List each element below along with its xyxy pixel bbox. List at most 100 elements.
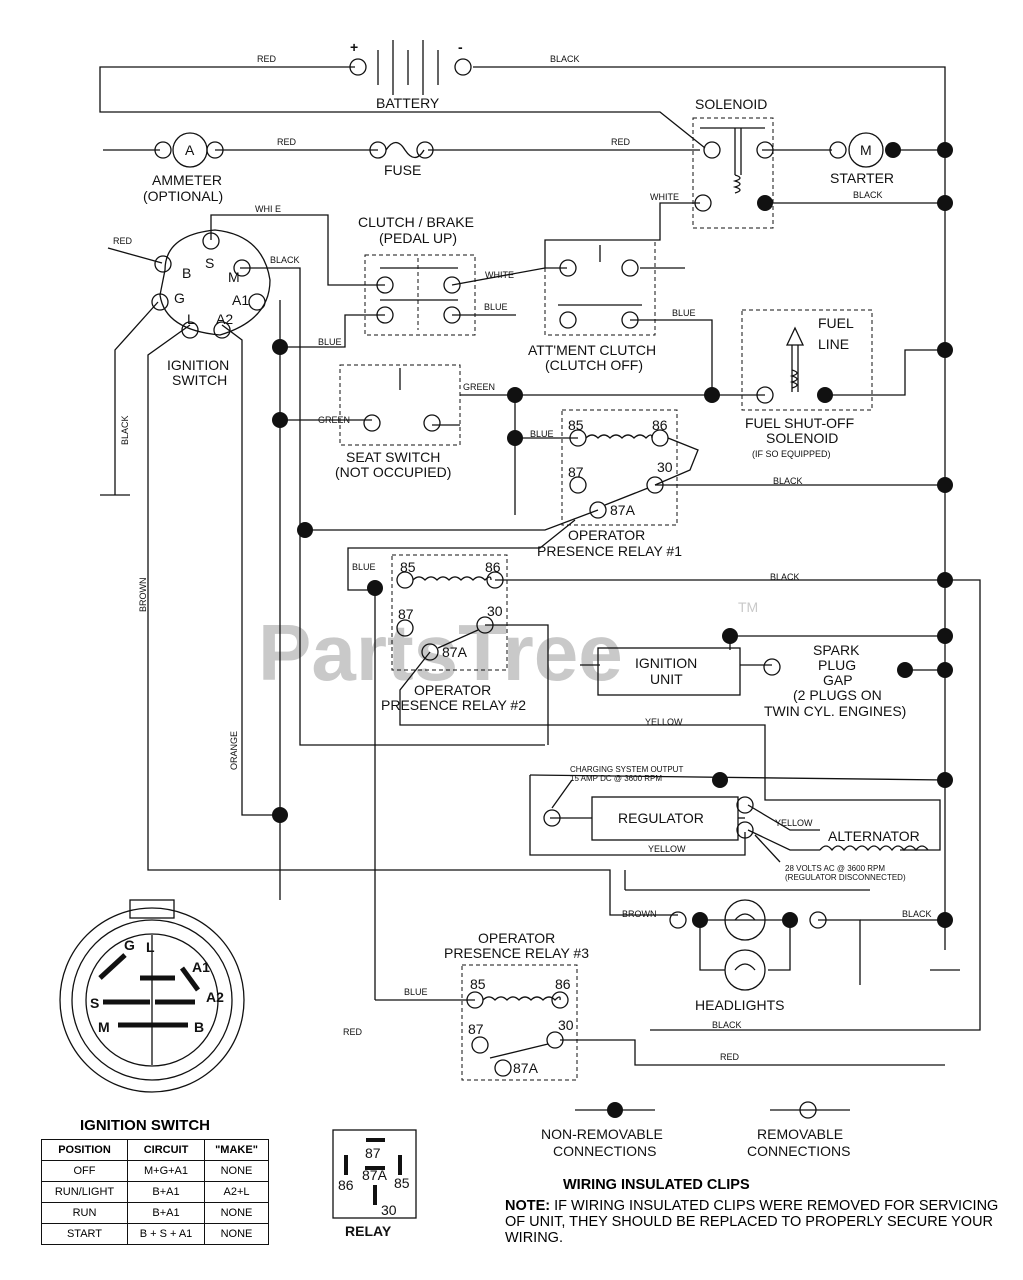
fuse: FUSE [369, 141, 434, 178]
table-cell: B+A1 [126, 1202, 206, 1224]
relay-pin-85: 85 [394, 1175, 410, 1191]
note-heading: WIRING INSULATED CLIPS [563, 1177, 750, 1193]
alternator-volts: 28 VOLTS AC @ 3600 RPM [785, 864, 885, 873]
fuel-shutoff-note: (IF SO EQUIPPED) [752, 449, 831, 459]
table-cell: B + S + A1 [126, 1223, 206, 1245]
wire-label-blue-1: BLUE [484, 302, 508, 312]
ignition-switch: B S M G A1 L A2 IGNITION SWITCH [151, 229, 271, 388]
ignition-unit-label: IGNITION [635, 655, 697, 671]
clutch-brake-label: CLUTCH / BRAKE [358, 214, 474, 230]
note-text: NOTE: IF WIRING INSULATED CLIPS WERE REM… [505, 1198, 1005, 1246]
table-cell: B+A1 [126, 1181, 206, 1203]
wire-labels: RED BLACK RED RED BLACK WHITE WHI E RED … [113, 54, 932, 1062]
wire-label-black-3: BLACK [270, 255, 300, 265]
plug-term-m: M [98, 1019, 110, 1035]
relay-pin-30: 30 [381, 1202, 397, 1218]
table-cell: NONE [204, 1223, 269, 1245]
watermark-text: PartsTree [258, 608, 623, 697]
table-header-circuit: CIRCUIT [126, 1139, 206, 1161]
table-header-position: POSITION [41, 1139, 128, 1161]
table-row: RUN/LIGHT B+A1 A2+L [41, 1181, 269, 1203]
table-cell: START [41, 1223, 128, 1245]
relay2-term-30: 30 [487, 603, 503, 619]
alternator-label: ALTERNATOR [828, 828, 920, 844]
operator-presence-relay-3: 85 86 87 30 87A OPERATOR PRESENCE RELAY … [444, 930, 589, 1081]
legend-non-removable-2: CONNECTIONS [553, 1143, 656, 1159]
table-row: OFF M+G+A1 NONE [41, 1160, 269, 1182]
wire-label-orange: ORANGE [229, 731, 239, 770]
ignition-table-title: IGNITION SWITCH [80, 1117, 210, 1134]
relay2-term-87: 87 [398, 606, 414, 622]
wire-label-black-4: BLACK [773, 476, 803, 486]
switch-term-a2: A2 [216, 311, 233, 327]
attment-clutch-label: ATT'MENT CLUTCH [528, 342, 656, 358]
ignition-unit: IGNITION UNIT [597, 647, 781, 696]
relay3-term-87a: 87A [513, 1060, 539, 1076]
plug-term-b: B [194, 1019, 204, 1035]
table-header-make: "MAKE" [204, 1139, 269, 1161]
relay-pinout: 87 87A 86 85 30 RELAY [332, 1129, 417, 1239]
relay1-term-30: 30 [657, 459, 673, 475]
headlights: HEADLIGHTS [669, 899, 827, 1013]
fuse-label: FUSE [384, 162, 421, 178]
switch-term-l: L [187, 311, 195, 327]
wire-label-red-3: RED [611, 137, 631, 147]
relay1-term-86: 86 [652, 417, 668, 433]
wire-label-red-1: RED [257, 54, 277, 64]
wire-label-green-2: GREEN [463, 382, 495, 392]
table-cell: OFF [41, 1160, 128, 1182]
wire-label-red-6: RED [343, 1027, 363, 1037]
seat-switch-label: SEAT SWITCH [346, 449, 440, 465]
fuel-line-label-2: LINE [818, 336, 849, 352]
ignition-switch-label-2: SWITCH [172, 372, 227, 388]
legend-removable: REMOVABLE [757, 1126, 843, 1142]
wire-label-blue-5: BLUE [352, 562, 376, 572]
wire-label-red-4: RED [113, 236, 133, 246]
wire-label-black-7: BLACK [712, 1020, 742, 1030]
relay1-term-85: 85 [568, 417, 584, 433]
wire-label-green-1: GREEN [318, 415, 350, 425]
relay3-term-87: 87 [468, 1021, 484, 1037]
table-cell: NONE [204, 1160, 269, 1182]
switch-term-s: S [205, 255, 214, 271]
operator-presence-relay-2: 85 86 87 30 87A OPERATOR PRESENCE RELAY … [381, 554, 526, 713]
battery-label: BATTERY [376, 95, 440, 111]
wire-label-brown-1: BROWN [622, 909, 657, 919]
wire-label-red-2: RED [277, 137, 297, 147]
wire-label-black-8: BLACK [120, 415, 130, 445]
seat-switch-state: (NOT OCCUPIED) [335, 464, 451, 480]
solenoid-label: SOLENOID [695, 96, 767, 112]
spark-plug-label-2: PLUG [818, 657, 856, 673]
alternator-note: (REGULATOR DISCONNECTED) [785, 873, 906, 882]
legend-removable-2: CONNECTIONS [747, 1143, 850, 1159]
charging-system: REGULATOR ALTERNATOR CHARGING SYSTEM OUT… [543, 765, 929, 882]
note-label: NOTE: [505, 1198, 551, 1214]
clutch-brake-state: (PEDAL UP) [379, 230, 457, 246]
headlights-label: HEADLIGHTS [695, 997, 784, 1013]
starter: M STARTER [829, 132, 901, 186]
fuel-shutoff-label-2: SOLENOID [766, 430, 838, 446]
table-cell: M+G+A1 [126, 1160, 206, 1182]
table-header-row: POSITION CIRCUIT "MAKE" [41, 1139, 269, 1161]
ammeter: A AMMETER (OPTIONAL) [143, 132, 224, 204]
spark-plug: SPARK PLUG GAP (2 PLUGS ON TWIN CYL. ENG… [764, 642, 906, 719]
wire-label-blue-4: BLUE [530, 429, 554, 439]
regulator-label: REGULATOR [618, 810, 704, 826]
wire-label-black-2: BLACK [853, 190, 883, 200]
fuel-shutoff-solenoid: FUEL LINE FUEL SHUT-OFF SOLENOID (IF SO … [741, 309, 873, 459]
ammeter-optional-label: (OPTIONAL) [143, 188, 223, 204]
battery-negative-label: - [458, 39, 463, 55]
wire-label-blue-2: BLUE [672, 308, 696, 318]
relay2-label: OPERATOR [414, 682, 491, 698]
table-row: RUN B+A1 NONE [41, 1202, 269, 1224]
wire-label-black-1: BLACK [550, 54, 580, 64]
legend-non-removable: NON-REMOVABLE [541, 1126, 663, 1142]
ignition-switch-plug: G L A1 S A2 M B [59, 899, 245, 1093]
relay2-term-87a: 87A [442, 644, 468, 660]
table-cell: RUN/LIGHT [41, 1181, 128, 1203]
relay-pin-86: 86 [338, 1177, 354, 1193]
attachment-clutch-switch: ATT'MENT CLUTCH (CLUTCH OFF) [528, 239, 685, 373]
battery-positive-label: + [350, 39, 358, 55]
fuel-shutoff-label: FUEL SHUT-OFF [745, 415, 854, 431]
